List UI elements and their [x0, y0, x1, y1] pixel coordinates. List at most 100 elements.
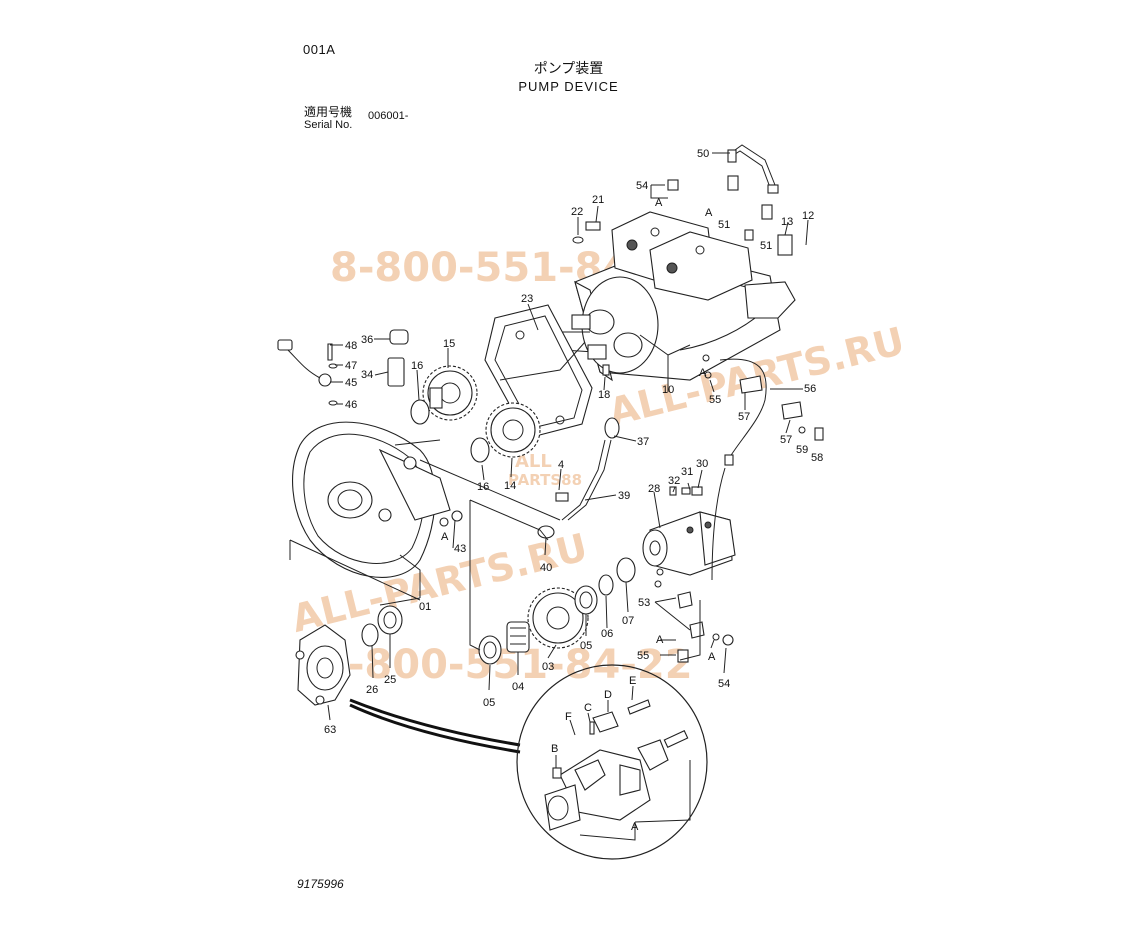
callout-D: D — [604, 689, 612, 701]
plug-54 — [667, 179, 679, 191]
main-pump — [560, 211, 796, 382]
serial-number-value: 006001- — [368, 110, 409, 122]
callout-01: 01 — [419, 601, 431, 613]
callout-55: 55 — [637, 650, 649, 662]
callout-57: 57 — [738, 411, 750, 423]
callout-54: 54 — [636, 180, 648, 192]
gear-14 — [485, 402, 541, 458]
pipe-50 — [734, 144, 776, 186]
hose-56-lower — [711, 467, 726, 581]
bolt-04 — [555, 492, 569, 502]
callout-23: 23 — [521, 293, 533, 305]
callout-16: 16 — [411, 360, 423, 372]
callout-48: 48 — [345, 340, 357, 352]
clamp-57b — [781, 401, 803, 420]
callout-06: 06 — [601, 628, 613, 640]
callout-40: 40 — [540, 562, 552, 574]
ring-16a — [410, 399, 430, 425]
callout-26: 26 — [366, 684, 378, 696]
clamp-57a — [739, 375, 763, 394]
callout-34: 34 — [361, 369, 373, 381]
plate-13 — [777, 234, 793, 256]
callout-28: 28 — [648, 483, 660, 495]
callout-13: 13 — [781, 216, 793, 228]
coupling — [295, 624, 351, 706]
callout-32: 32 — [668, 475, 680, 487]
callout-53: 53 — [638, 597, 650, 609]
hose-56 — [719, 358, 767, 461]
callout-58: 58 — [811, 452, 823, 464]
callout-56: 56 — [804, 383, 816, 395]
callout-47: 47 — [345, 360, 357, 372]
callout-A: A — [656, 634, 664, 646]
title-english: PUMP DEVICE — [518, 79, 619, 94]
sensor-34 — [387, 357, 405, 387]
coupling-detail — [349, 664, 708, 860]
ring-16b — [470, 437, 490, 463]
bearing-05b — [478, 635, 502, 665]
callout-55: 55 — [709, 394, 721, 406]
callout-30: 30 — [696, 458, 708, 470]
callout-10: 10 — [662, 384, 674, 396]
callout-labels: 50 54 A A 51 51 21 22 13 12 23 36 48 47 … — [324, 148, 823, 833]
callout-15: 15 — [443, 338, 455, 350]
leader-lines — [289, 152, 809, 721]
pilot-pump — [642, 511, 736, 576]
callout-07: 07 — [622, 615, 634, 627]
callout-E: E — [629, 675, 636, 687]
sensor-harness — [284, 346, 321, 379]
callout-05: 05 — [483, 697, 495, 709]
cap-36 — [389, 329, 409, 345]
callout-39: 39 — [618, 490, 630, 502]
callout-A: A — [655, 197, 663, 209]
callout-04: 04 — [512, 681, 524, 693]
clamp-40 — [537, 525, 555, 539]
callout-C: C — [584, 702, 592, 714]
bearing-05a — [574, 585, 598, 615]
snap-ring-26 — [361, 623, 379, 647]
fitting-53b — [689, 621, 705, 639]
snap-ring-07 — [616, 557, 636, 583]
callout-31: 31 — [681, 466, 693, 478]
callout-4: 4 — [558, 459, 564, 471]
watermark-brand-1: ALL — [515, 451, 552, 472]
gear-03 — [527, 587, 589, 649]
drawing-number: 9175996 — [297, 877, 344, 891]
bearing-25 — [377, 605, 403, 635]
callout-51: 51 — [760, 240, 772, 252]
dipstick-tube — [561, 439, 606, 521]
callout-45: 45 — [345, 377, 357, 389]
callout-43: 43 — [454, 543, 466, 555]
callout-36: 36 — [361, 334, 373, 346]
callout-54: 54 — [718, 678, 730, 690]
spline-shaft-04 — [506, 621, 530, 653]
callout-A: A — [441, 531, 449, 543]
page-code: 001A — [303, 42, 336, 57]
callout-03: 03 — [542, 661, 554, 673]
callout-05: 05 — [580, 640, 592, 652]
callout-21: 21 — [592, 194, 604, 206]
callout-22: 22 — [571, 206, 583, 218]
title-japanese: ポンプ装置 — [533, 61, 604, 77]
callout-57: 57 — [780, 434, 792, 446]
callout-F: F — [565, 711, 572, 723]
serial-label-english: Serial No. — [304, 119, 353, 131]
pump-housing — [292, 421, 451, 578]
callout-59: 59 — [796, 444, 808, 456]
callout-46: 46 — [345, 399, 357, 411]
gear-15 — [422, 365, 478, 421]
callout-18: 18 — [598, 389, 610, 401]
callout-A: A — [708, 651, 716, 663]
serial-label-japanese: 適用号機 — [304, 105, 353, 119]
fitting-53a — [677, 591, 693, 609]
callout-16: 16 — [477, 481, 489, 493]
callout-50: 50 — [697, 148, 709, 160]
callout-25: 25 — [384, 674, 396, 686]
callout-A: A — [631, 821, 639, 833]
callout-51: 51 — [718, 219, 730, 231]
callout-B: B — [551, 743, 558, 755]
watermark-phone-bottom: 8-800-551-84-22 — [320, 642, 693, 688]
callout-12: 12 — [802, 210, 814, 222]
callout-A: A — [699, 367, 707, 379]
